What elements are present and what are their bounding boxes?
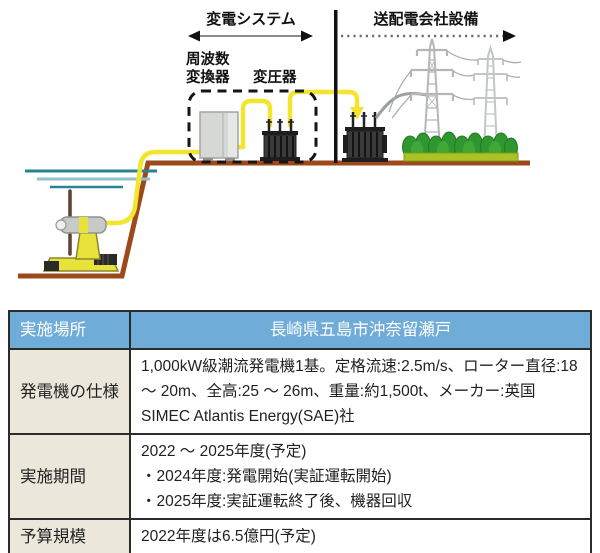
location-value: 長崎県五島市沖奈留瀬戸	[129, 310, 592, 350]
cable-arrowhead	[350, 107, 364, 120]
grid-transformer	[342, 91, 427, 162]
ground-profile	[18, 160, 530, 279]
subsea-cable	[95, 149, 217, 226]
table-row-generator-spec: 発電機の仕様 1,000kW級潮流発電機1基。定格流速:2.5m/s、ローター直…	[8, 348, 592, 435]
base-equipment-left	[44, 261, 59, 271]
substation-span-arrow	[188, 30, 313, 42]
transformer-label: 変圧器	[253, 68, 297, 86]
power-wires	[388, 50, 522, 119]
substation-system-dashed-box	[187, 89, 318, 164]
row-label-budget: 予算規模	[8, 518, 131, 553]
table-row-period: 実施期間 2022 〜 2025年度(予定) ・2024年度:発電開始(実証運転…	[8, 433, 592, 520]
base-equipment-right	[94, 254, 117, 265]
cable-converter-to-transformer	[226, 98, 273, 150]
frequency-converter-label-line1: 周波数	[186, 50, 230, 68]
period-value: 2022 〜 2025年度(予定) ・2024年度:発電開始(実証運転開始) ・…	[129, 433, 592, 520]
rotor-hub	[55, 219, 67, 231]
row-label-period: 実施期間	[8, 433, 131, 520]
table-row-location: 実施場所 長崎県五島市沖奈留瀬戸	[8, 310, 592, 350]
vegetation	[402, 131, 519, 162]
vegetation-base	[403, 152, 519, 162]
nacelle-band	[79, 217, 88, 233]
grid-company-equipment-label: 送配電会社設備	[372, 10, 478, 28]
grid-span-arrow	[341, 30, 516, 42]
row-label-generator-spec: 発電機の仕様	[8, 348, 131, 435]
period-line-1: 2022 〜 2025年度(予定)	[141, 443, 307, 460]
turbine-pedestal	[75, 231, 101, 260]
budget-value: 2022年度は6.5億円(予定)	[129, 518, 592, 553]
row-label-location: 実施場所	[8, 310, 131, 350]
generator-spec-value: 1,000kW級潮流発電機1基。定格流速:2.5m/s、ローター直径:18 〜 …	[129, 348, 592, 435]
boundary-divider-line	[334, 10, 338, 163]
substation-system-label: 変電システム	[206, 10, 296, 28]
period-line-3: ・2025年度:実証運転終了後、機器回収	[141, 493, 413, 510]
frequency-converter-label-line2: 変換器	[186, 68, 230, 86]
spec-table: 実施場所 長崎県五島市沖奈留瀬戸 発電機の仕様 1,000kW級潮流発電機1基。…	[8, 310, 592, 553]
tidal-turbine	[42, 189, 120, 272]
cable-to-grid-arrow	[287, 89, 364, 127]
period-line-2: ・2024年度:発電開始(実証運転開始)	[141, 468, 392, 485]
tidal-power-system-diagram: 変電システム 送配電会社設備 周波数 変換器 変圧器	[18, 10, 530, 279]
table-row-budget: 予算規模 2022年度は6.5億円(予定)	[8, 518, 592, 553]
water-surface-lines	[25, 169, 157, 189]
frequency-converter-cabinet	[199, 111, 239, 161]
transformer-1	[260, 119, 300, 161]
